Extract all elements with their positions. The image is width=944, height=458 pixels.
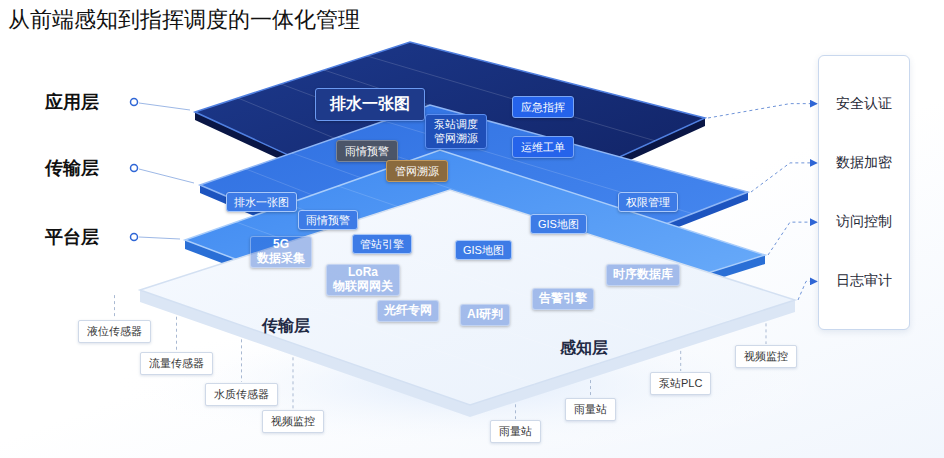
platform-chip: AI研判	[460, 304, 510, 326]
sensor-box: 流量传感器	[140, 352, 213, 375]
sensor-leader	[241, 339, 242, 382]
chip-label: 雨情预警	[306, 213, 350, 227]
chip-label: 雨情预警	[345, 144, 389, 158]
sensor-box: 水质传感器	[205, 383, 278, 406]
chip-label: 排水一张图	[330, 94, 410, 115]
transport-chip: 雨情预警	[298, 210, 358, 230]
security-item: 日志审计	[836, 272, 892, 290]
sensor-box: 雨量站	[490, 420, 541, 443]
security-panel: 安全认证数据加密访问控制日志审计	[818, 55, 910, 330]
platform-chip: 光纤专网	[377, 300, 439, 322]
layer-label: 应用层	[45, 90, 99, 114]
sensor-label: 视频监控	[744, 350, 788, 362]
security-item: 访问控制	[836, 213, 892, 231]
transport-chip: 权限管理	[618, 192, 678, 212]
diagram-title: 从前端感知到指挥调度的一体化管理	[8, 5, 360, 35]
platform-chip: LoRa物联网网关	[326, 264, 400, 296]
sensor-leader	[680, 351, 681, 371]
sensor-label: 视频监控	[271, 415, 315, 427]
slab-top	[140, 190, 795, 405]
app-chip: 管网溯源	[386, 160, 448, 182]
sensor-label: 泵站PLC	[659, 377, 702, 389]
sensor-box: 视频监控	[735, 345, 797, 368]
transport-chip: GIS地图	[530, 214, 587, 234]
slab-caption: 传输层	[262, 316, 310, 337]
sensor-box: 视频监控	[262, 410, 324, 433]
security-arrow	[768, 222, 817, 255]
sensor-label: 流量传感器	[149, 357, 204, 369]
slab-caption: 感知层	[560, 338, 608, 359]
layer-label: 平台层	[45, 225, 99, 249]
app-map-chip: 排水一张图	[315, 88, 425, 121]
security-arrow	[708, 104, 817, 118]
sensor-leader	[515, 404, 516, 419]
chip-label: 应急指挥	[521, 100, 565, 114]
chip-label: 管站引擎	[360, 237, 404, 251]
chip-label: 物联网网关	[333, 280, 393, 294]
sensor-box: 泵站PLC	[650, 372, 711, 395]
sensor-leader	[766, 323, 767, 344]
security-item: 数据加密	[836, 154, 892, 172]
sensor-leader	[293, 357, 294, 409]
sensor-label: 水质传感器	[214, 388, 269, 400]
chip-label: 管网溯源	[395, 164, 439, 178]
chip-label: GIS地图	[538, 217, 579, 231]
sensor-label: 液位传感器	[87, 325, 142, 337]
platform-chip: 时序数据库	[606, 264, 680, 286]
security-arrow	[798, 281, 817, 300]
platform-chip: 告警引擎	[532, 288, 594, 310]
security-item: 安全认证	[836, 95, 892, 113]
chip-label: 光纤专网	[384, 303, 432, 319]
chip-label: LoRa	[333, 266, 393, 280]
sensor-box: 液位传感器	[78, 320, 151, 343]
layer-label: 传输层	[45, 156, 99, 180]
sensor-box: 雨量站	[565, 398, 616, 421]
platform-chip: 5G数据采集	[250, 236, 312, 268]
sensor-leader	[176, 317, 177, 351]
security-arrow	[751, 163, 817, 192]
chip-label: AI研判	[467, 307, 503, 323]
slab-grid	[202, 210, 730, 384]
app-chip: 运维工单	[512, 136, 574, 158]
layer-leader-lines	[131, 99, 195, 241]
app-chip: 泵站调度管网溯源	[425, 114, 487, 149]
app-chip: 应急指挥	[512, 96, 574, 118]
chip-label: 排水一张图	[234, 195, 289, 209]
chip-label: 运维工单	[521, 140, 565, 154]
sensor-leader	[114, 295, 115, 319]
chip-label: 告警引擎	[539, 291, 587, 307]
transport-chip: GIS地图	[455, 240, 512, 260]
chip-label: 时序数据库	[613, 267, 673, 283]
chip-label: 5G	[257, 238, 305, 252]
chip-label: GIS地图	[463, 243, 504, 257]
chip-label: 数据采集	[257, 252, 305, 266]
chip-label: 权限管理	[626, 195, 670, 209]
chip-label: 管网溯源	[434, 131, 478, 145]
chip-label: 泵站调度	[434, 117, 478, 131]
app-chip: 雨情预警	[336, 140, 398, 162]
sensor-label: 雨量站	[574, 403, 607, 415]
transport-chip: 管站引擎	[352, 234, 412, 254]
sensor-leader	[590, 380, 591, 397]
sensor-label: 雨量站	[499, 425, 532, 437]
transport-chip: 排水一张图	[226, 192, 297, 212]
